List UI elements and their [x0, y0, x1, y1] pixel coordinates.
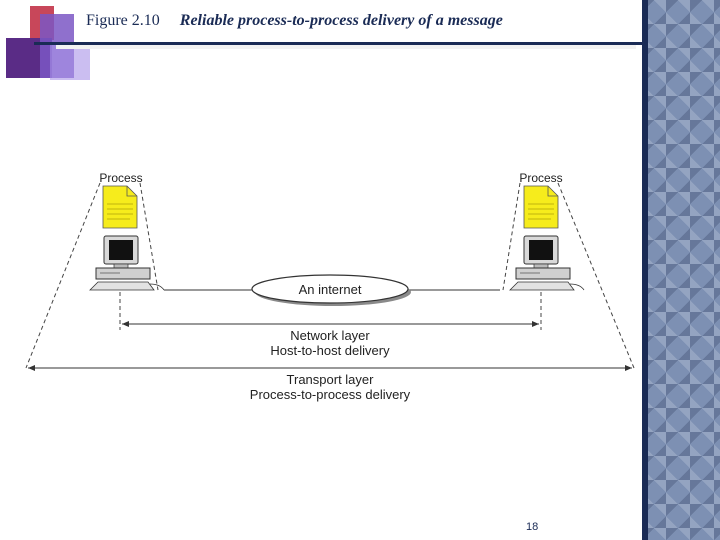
- right-outer-dashed-line: [557, 182, 635, 369]
- right-process-document-icon: [523, 185, 559, 229]
- title-underline: [34, 42, 684, 45]
- slide-number: 18: [526, 521, 539, 533]
- transport-layer-title: Transport layer: [287, 372, 375, 387]
- figure-number: Figure 2.10: [86, 12, 160, 29]
- left-host: Process: [89, 171, 165, 291]
- figure-caption: Reliable process-to-process delivery of …: [179, 12, 503, 29]
- right-host: Process: [509, 171, 585, 291]
- internet-cloud: An internet: [251, 274, 411, 306]
- right-computer-icon: [509, 235, 585, 291]
- side-pattern-panel: [642, 0, 720, 540]
- left-outer-dashed-line: [25, 182, 101, 369]
- left-process-label: Process: [99, 171, 142, 185]
- transport-layer-subtitle: Process-to-process delivery: [250, 387, 411, 402]
- side-panel-border: [642, 0, 648, 540]
- delivery-diagram: Process Process: [25, 171, 635, 402]
- network-layer-subtitle: Host-to-host delivery: [270, 343, 390, 358]
- slide-title: Figure 2.10 Reliable process-to-process …: [86, 12, 503, 30]
- title-underline-highlight: [56, 45, 636, 49]
- left-computer-icon: [89, 235, 165, 291]
- left-process-document-icon: [102, 185, 138, 229]
- network-layer-title: Network layer: [290, 328, 370, 343]
- right-process-label: Process: [519, 171, 562, 185]
- internet-label: An internet: [299, 282, 362, 297]
